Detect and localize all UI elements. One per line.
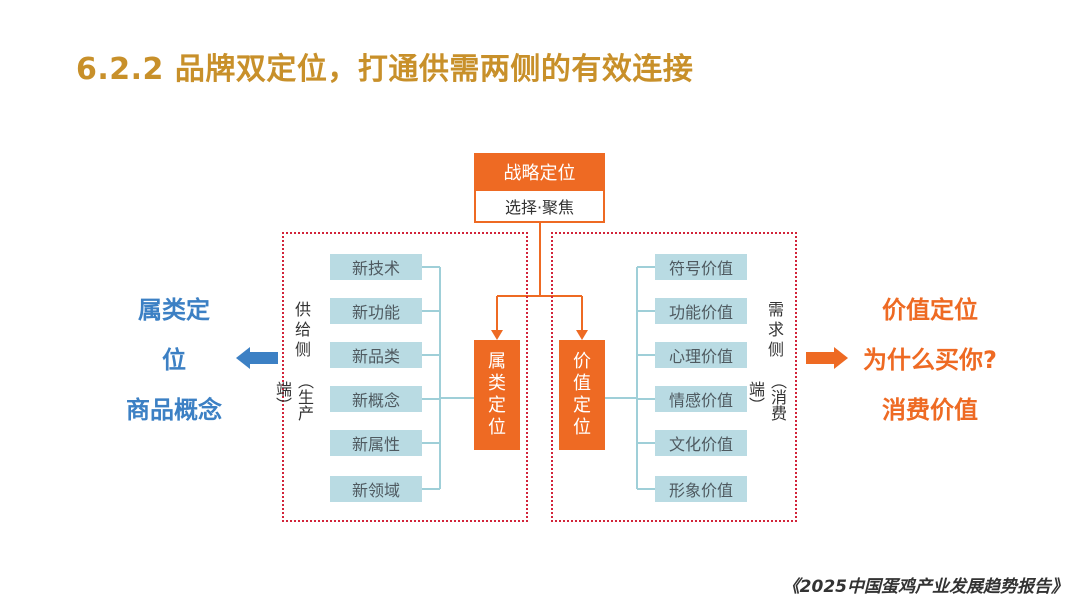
left-callout-line2: 位 — [162, 346, 186, 374]
arrow-right-icon — [806, 347, 848, 369]
supply-frame — [282, 232, 528, 522]
left-callout: 属类定 位 商品概念 — [118, 285, 230, 435]
strategy-sub-box: 选择·聚焦 — [474, 191, 605, 223]
supply-side-label: 供给侧 — [293, 300, 313, 360]
category-positioning-label: 属类定位 — [488, 351, 506, 438]
demand-item: 文化价值 — [655, 430, 747, 456]
demand-item: 功能价值 — [655, 298, 747, 324]
right-callout: 价值定位 为什么买你? 消费价值 — [848, 285, 1012, 435]
demand-frame — [551, 232, 797, 522]
supply-item: 新属性 — [330, 430, 422, 456]
demand-item: 情感价值 — [655, 386, 747, 412]
arrow-left-icon — [236, 347, 278, 369]
category-positioning-box: 属类定位 — [474, 340, 520, 450]
value-positioning-box: 价值定位 — [559, 340, 605, 450]
supply-item: 新品类 — [330, 342, 422, 368]
demand-item: 心理价值 — [655, 342, 747, 368]
left-callout-line1: 属类定 — [138, 296, 210, 324]
right-callout-line1: 价值定位 — [882, 296, 978, 324]
right-callout-line3: 消费价值 — [882, 396, 978, 424]
supply-item: 新功能 — [330, 298, 422, 324]
supply-item: 新技术 — [330, 254, 422, 280]
demand-side-label: 需求侧 — [766, 300, 786, 360]
demand-item: 形象价值 — [655, 476, 747, 502]
supply-side-text: 供给侧 — [294, 300, 311, 359]
report-source-footer: 《2025中国蛋鸡产业发展趋势报告》 — [782, 577, 1068, 597]
left-callout-line3: 商品概念 — [126, 396, 222, 424]
supply-item: 新概念 — [330, 386, 422, 412]
page-title: 6.2.2 品牌双定位，打通供需两侧的有效连接 — [76, 52, 694, 87]
demand-item: 符号价值 — [655, 254, 747, 280]
supply-side-sub: （生产端） — [273, 373, 314, 421]
demand-side-sub: （消费端） — [746, 373, 787, 421]
right-callout-line2: 为什么买你? — [863, 346, 997, 374]
strategy-positioning-box: 战略定位 — [474, 153, 605, 191]
value-positioning-label: 价值定位 — [573, 351, 591, 438]
supply-item: 新领域 — [330, 476, 422, 502]
demand-side-text: 需求侧 — [767, 300, 784, 359]
